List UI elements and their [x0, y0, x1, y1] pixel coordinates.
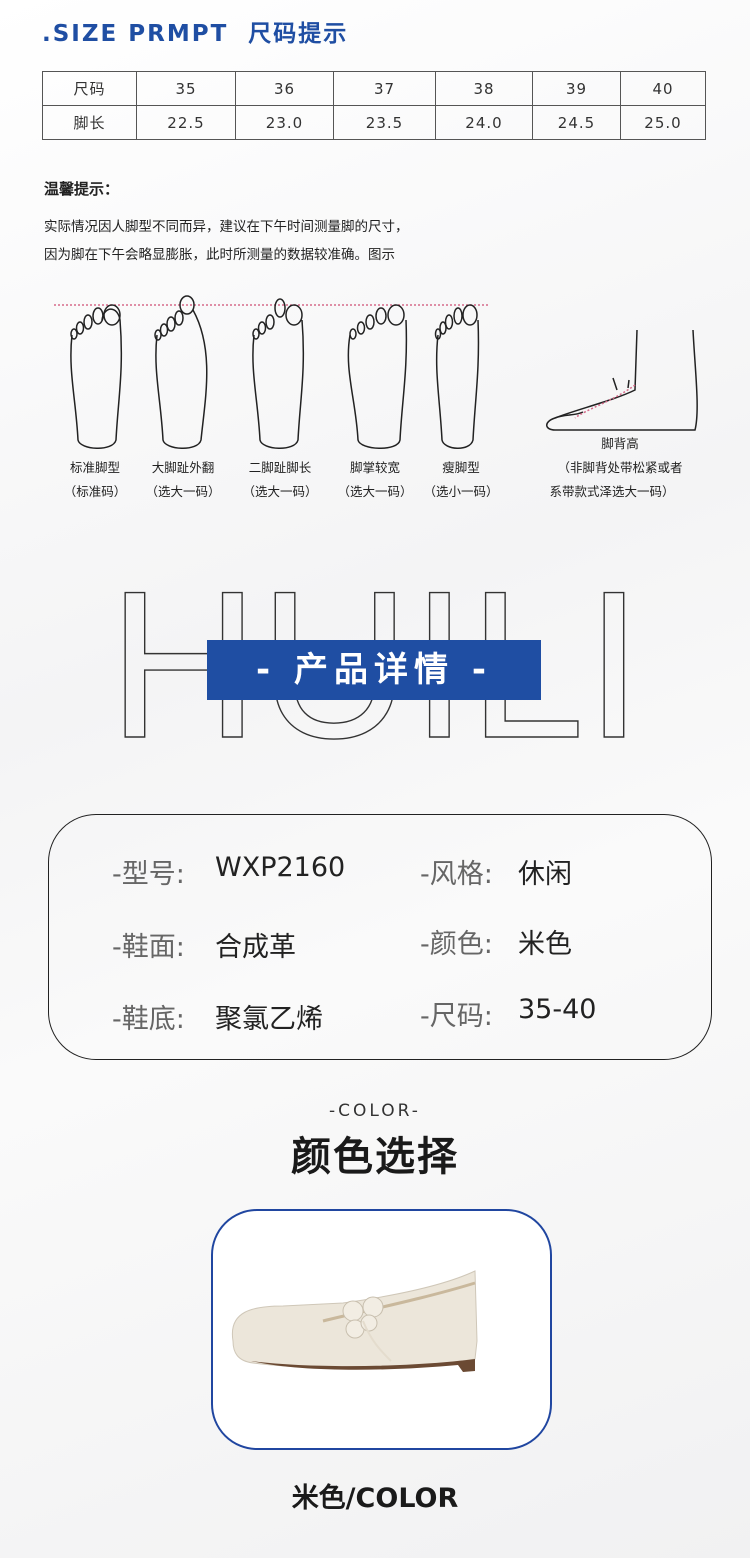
foot-icon: [252, 298, 305, 449]
cell: 25.0: [620, 105, 706, 140]
cell: 40: [620, 71, 706, 106]
color-subtitle: -COLOR-: [329, 1101, 421, 1121]
cell: 35: [136, 71, 236, 106]
foot-type-advice: （选大一码）: [145, 484, 221, 499]
spec-box: [48, 814, 712, 1060]
foot-type-name: 瘦脚型: [442, 460, 480, 475]
cell: 24.0: [435, 105, 533, 140]
foot-icon: [434, 304, 480, 449]
color-option-card[interactable]: [211, 1209, 552, 1450]
spec-label: -型号:: [112, 859, 185, 890]
tip-line: 因为脚在下午会略显膨胀，此时所测量的数据较准确。图示: [44, 247, 395, 263]
row-label: 尺码: [42, 71, 137, 106]
foot-type-advice: （标准码）: [63, 484, 127, 499]
foot-type-name: 脚掌较宽: [349, 460, 400, 475]
foot-icon: [70, 304, 123, 449]
spec-value: 35-40: [518, 994, 597, 1025]
spec-label: -颜色:: [420, 929, 493, 960]
instep-advice: 系带款式泽选大一码）: [549, 484, 675, 499]
cell: 37: [333, 71, 436, 106]
cell: 23.5: [333, 105, 436, 140]
cell: 38: [435, 71, 533, 106]
shoe-image: [231, 1270, 478, 1372]
cell: 36: [235, 71, 334, 106]
instep-advice: （非脚背处带松紧或者: [557, 460, 683, 475]
foot-type-advice: （选大一码）: [337, 484, 413, 499]
tip-heading: 温馨提示：: [44, 180, 120, 198]
foot-diagrams: [54, 295, 698, 449]
foot-type-name: 标准脚型: [69, 460, 120, 475]
foot-icon: [154, 295, 208, 449]
cell: 39: [532, 71, 621, 106]
spec-label: -风格:: [420, 859, 493, 890]
cell: 22.5: [136, 105, 236, 140]
foot-icon: [347, 304, 408, 449]
section-banner: - 产品详情 -: [207, 640, 541, 700]
tip-line: 实际情况因人脚型不同而异，建议在下午时间测量脚的尺寸，: [44, 219, 409, 235]
cell: 23.0: [235, 105, 334, 140]
row-label: 脚长: [42, 105, 137, 140]
instep-foot-icon: [546, 329, 698, 431]
spec-label: -鞋底:: [112, 1004, 185, 1035]
foot-type-name: 二脚趾脚长: [248, 460, 312, 475]
foot-type-advice: （选大一码）: [242, 484, 318, 499]
color-title: 颜色选择: [291, 1134, 459, 1180]
spec-label: -尺码:: [420, 1001, 493, 1032]
spec-value: 米色: [518, 929, 572, 960]
color-caption: 米色/COLOR: [291, 1483, 459, 1514]
spec-value: 合成革: [215, 932, 296, 963]
foot-type-advice: （选小一码）: [423, 484, 499, 499]
spec-value: WXP2160: [215, 852, 346, 883]
spec-label: -鞋面:: [112, 932, 185, 963]
spec-value: 休闲: [518, 859, 572, 890]
foot-type-name: 大脚趾外翻: [151, 460, 215, 475]
spec-value: 聚氯乙烯: [215, 1004, 323, 1035]
cell: 24.5: [532, 105, 621, 140]
instep-name: 脚背高: [601, 436, 639, 451]
